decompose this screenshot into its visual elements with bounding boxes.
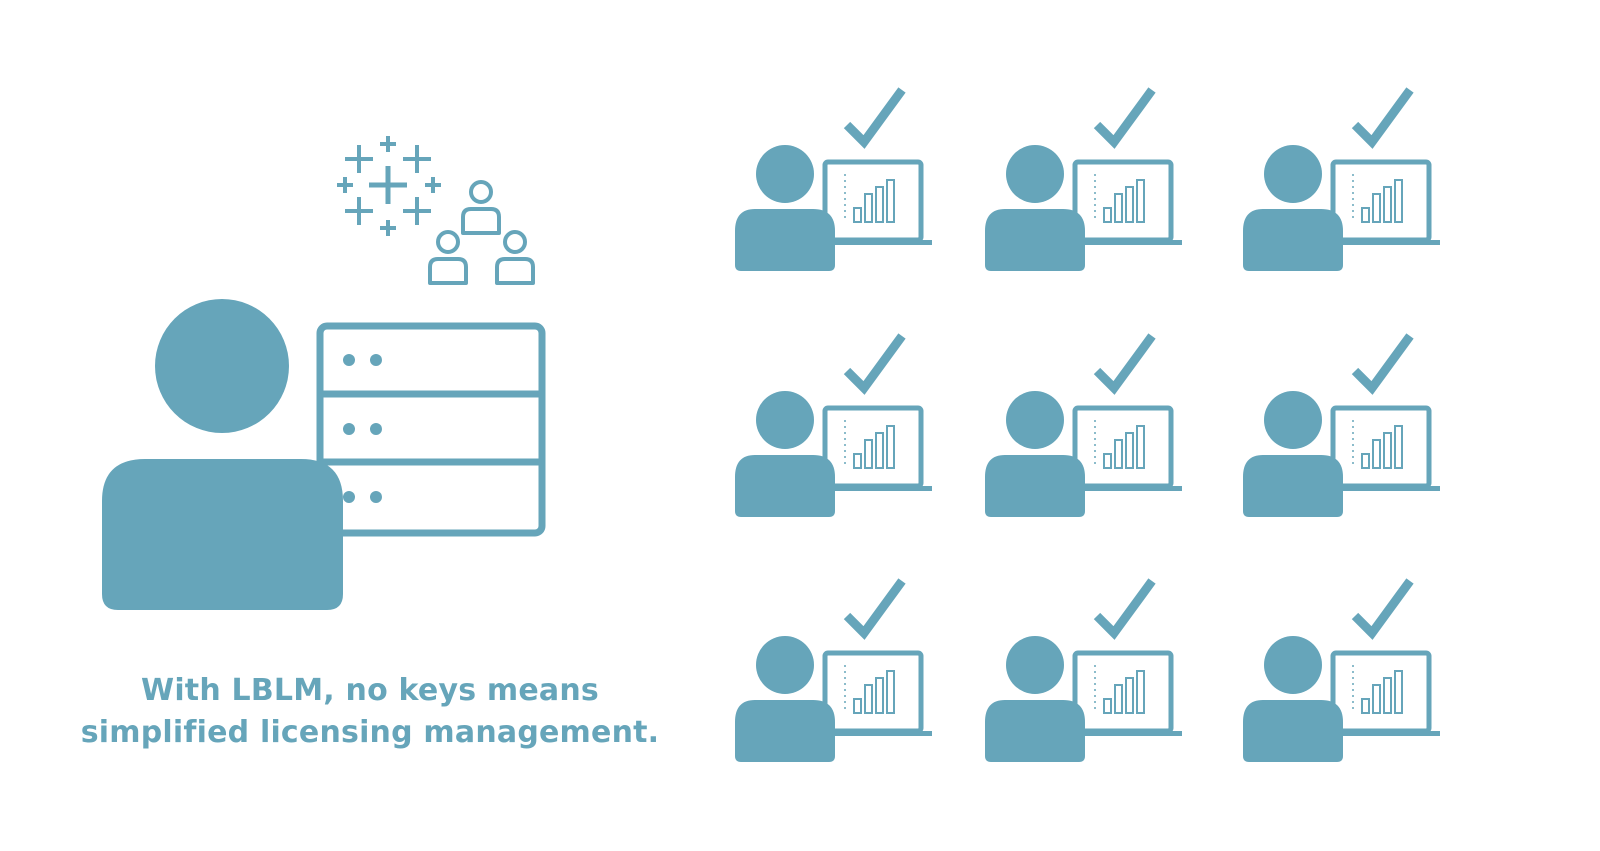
bar-chart-icon [844,420,895,469]
user-laptop-icon [735,333,932,517]
bar-chart-icon [1094,174,1145,223]
caption-line-2: simplified licensing management. [80,715,660,750]
checkmark-icon [843,333,906,395]
user-laptop-icon [735,578,932,762]
user-head [1264,636,1322,694]
user-outline-icon [495,230,535,285]
caption-line-1: With LBLM, no keys means [141,673,599,708]
tableau-logo-icon [337,136,441,236]
user-body [1243,700,1343,762]
checkmark-icon [1351,578,1414,640]
user-grid [735,87,1440,762]
bar-chart-icon [1352,174,1403,223]
laptop-base [1075,486,1182,491]
user-laptop-icon [735,87,932,271]
user-laptop-icon [1243,578,1440,762]
laptop-base [825,240,932,245]
user-head [1006,391,1064,449]
checkmark-icon [1093,333,1156,395]
checkmark-icon [1093,87,1156,149]
user-head [1006,636,1064,694]
user-body [1243,455,1343,517]
user-body [985,455,1085,517]
laptop-base [1075,731,1182,736]
user-head [1264,391,1322,449]
user-body [735,700,835,762]
bar-chart-icon [844,665,895,714]
bar-chart-icon [1094,665,1145,714]
user-head [1264,145,1322,203]
user-laptop-icon [1243,87,1440,271]
user-outline-icon [428,230,468,285]
user-head [756,145,814,203]
user-head [756,391,814,449]
laptop-base [1333,240,1440,245]
checkmark-icon [843,87,906,149]
user-group-icon [428,180,535,285]
user-laptop-icon [985,578,1182,762]
user-laptop-icon [985,87,1182,271]
user-body [1243,209,1343,271]
bar-chart-icon [1352,665,1403,714]
user-head [1006,145,1064,203]
user-outline-icon [461,180,501,235]
user-body [735,209,835,271]
laptop-base [1333,486,1440,491]
user-body [985,209,1085,271]
user-laptop-icon [985,333,1182,517]
checkmark-icon [843,578,906,640]
server-icon [316,322,546,537]
laptop-base [825,486,932,491]
laptop-base [1333,731,1440,736]
checkmark-icon [1351,333,1414,395]
bar-chart-icon [1352,420,1403,469]
admin-person-icon [102,299,343,610]
bar-chart-icon [844,174,895,223]
caption: With LBLM, no keys means simplified lice… [40,670,700,754]
user-body [735,455,835,517]
bar-chart-icon [1094,420,1145,469]
user-laptop-icon [1243,333,1440,517]
laptop-base [825,731,932,736]
checkmark-icon [1093,578,1156,640]
laptop-base [1075,240,1182,245]
user-body [985,700,1085,762]
user-head [756,636,814,694]
checkmark-icon [1351,87,1414,149]
